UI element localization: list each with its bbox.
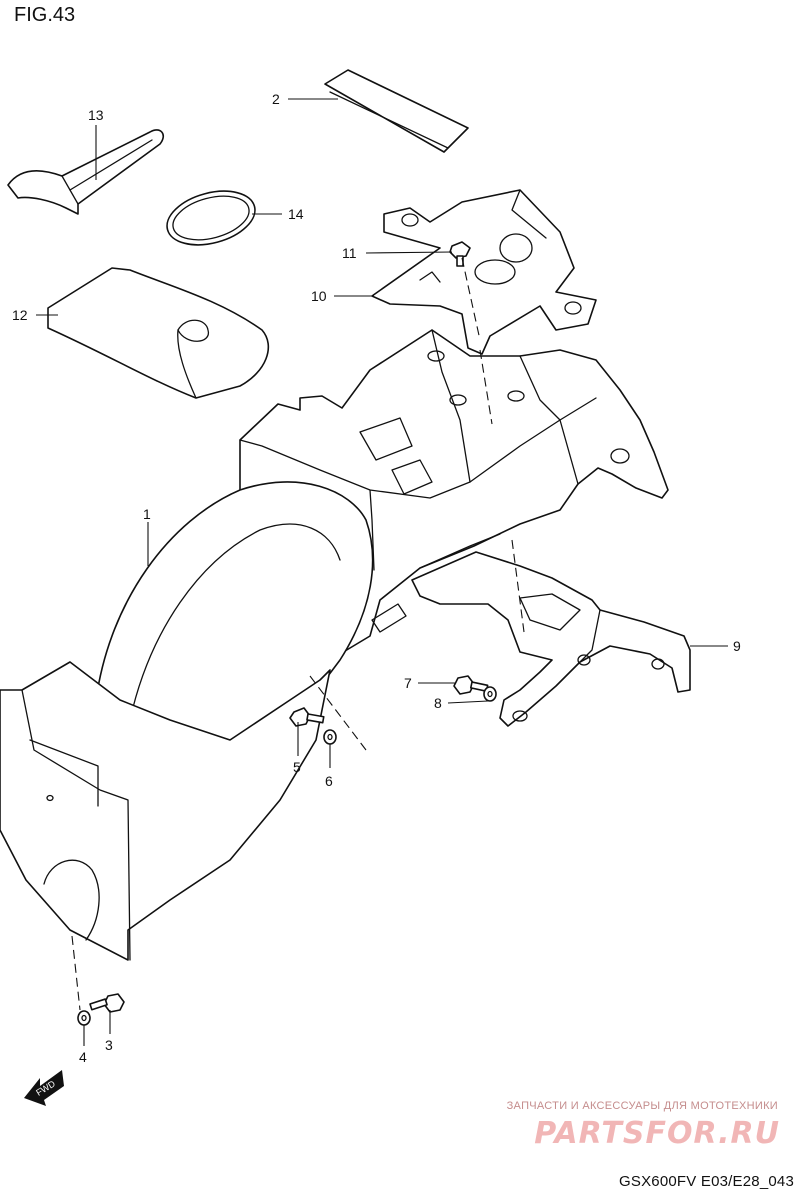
callout-13: 13 xyxy=(88,107,104,123)
callout-3: 3 xyxy=(105,1037,113,1053)
callout-labels: 1 2 3 4 5 6 7 8 9 10 11 12 13 14 xyxy=(12,91,741,1065)
callout-12: 12 xyxy=(12,307,28,323)
part-5-bolt[interactable] xyxy=(289,707,325,727)
part-10-upper-bracket[interactable] xyxy=(371,189,597,355)
assembly-lines xyxy=(71,257,525,1011)
callout-4: 4 xyxy=(79,1049,87,1065)
part-8-washer[interactable] xyxy=(483,686,497,702)
callout-11: 11 xyxy=(342,245,357,261)
part-7-bolt[interactable] xyxy=(453,675,489,695)
callout-8: 8 xyxy=(434,695,442,711)
part-6-washer[interactable] xyxy=(323,729,337,745)
part-14-ring[interactable] xyxy=(161,182,261,254)
callout-10: 10 xyxy=(311,288,327,304)
callout-2: 2 xyxy=(272,91,280,107)
watermark-caption: ЗАПЧАСТИ И АКСЕССУАРЫ ДЛЯ МОТОТЕХНИКИ xyxy=(506,1100,778,1112)
fwd-arrow-icon: FWD xyxy=(24,1070,64,1106)
part-3-bolt[interactable] xyxy=(89,993,125,1013)
part-13-tool[interactable] xyxy=(7,129,165,215)
part-1-rear-fender[interactable] xyxy=(0,329,669,961)
callout-14: 14 xyxy=(288,206,304,222)
callout-1: 1 xyxy=(143,506,151,522)
part-12-pouch[interactable] xyxy=(47,267,270,399)
callout-9: 9 xyxy=(733,638,741,654)
callout-7: 7 xyxy=(404,675,412,691)
figure-title: FIG.43 xyxy=(14,4,76,26)
watermark-logo: PARTSFOR.RU xyxy=(534,1116,780,1151)
part-4-washer[interactable] xyxy=(77,1010,91,1026)
part-2-label-strip[interactable] xyxy=(324,69,469,153)
leader-lines xyxy=(36,98,728,1046)
callout-5: 5 xyxy=(293,759,301,775)
part-9-lower-bracket[interactable] xyxy=(411,551,691,727)
callout-6: 6 xyxy=(325,773,333,789)
diagram-code: GSX600FV E03/E28_043 xyxy=(619,1173,794,1190)
